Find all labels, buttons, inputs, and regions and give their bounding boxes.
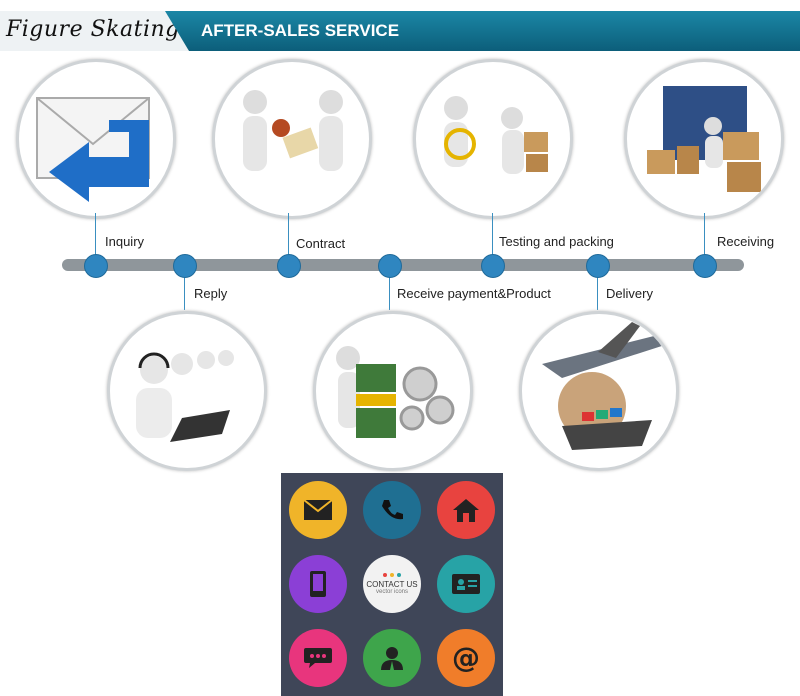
connector-inquiry <box>95 213 96 260</box>
mail-icon[interactable] <box>289 481 347 539</box>
timeline-dot-testing <box>481 254 505 278</box>
contact-title: CONTACT US <box>366 580 418 589</box>
receiving-illustration <box>624 59 784 219</box>
step-label-inquiry: Inquiry <box>105 234 145 249</box>
brand-text: Figure Skating <box>6 17 180 42</box>
brand-logo: Figure Skating <box>0 11 188 51</box>
contact-subtitle: vector icons <box>375 589 408 595</box>
magnifier-packing-icon <box>444 96 548 174</box>
connector-reply <box>184 277 185 310</box>
connector-contract <box>288 213 289 260</box>
timeline-dot-inquiry <box>84 254 108 278</box>
plane-ship-globe-icon <box>542 322 668 450</box>
contact-icon-grid: CONTACT US vector icons @ <box>281 473 503 696</box>
at-sign-icon[interactable]: @ <box>437 629 495 687</box>
envelope-arrow-icon <box>36 97 150 202</box>
id-card-icon[interactable] <box>437 555 495 613</box>
step-label-testing: Testing and packing <box>499 234 614 249</box>
connector-testing <box>492 213 493 260</box>
timeline-dot-contract <box>277 254 301 278</box>
timeline-dot-payment <box>378 254 402 278</box>
delivery-illustration <box>519 311 679 471</box>
step-label-contract: Contract <box>296 236 346 251</box>
page-title: AFTER-SALES SERVICE <box>201 21 400 40</box>
header: Figure Skating AFTER-SALES SERVICE <box>0 11 800 51</box>
testing-illustration <box>413 59 573 219</box>
connector-delivery <box>597 277 598 310</box>
payment-illustration <box>313 311 473 471</box>
call-center-icon <box>136 350 234 442</box>
mobile-icon[interactable] <box>289 555 347 613</box>
user-icon[interactable] <box>363 629 421 687</box>
connector-payment <box>389 277 390 310</box>
reply-illustration <box>107 311 267 471</box>
color-dots-icon <box>383 573 401 577</box>
chat-bubble-icon[interactable] <box>289 629 347 687</box>
container-boxes-icon <box>647 86 761 192</box>
contract-illustration <box>212 59 372 219</box>
title-banner: AFTER-SALES SERVICE <box>165 11 800 51</box>
step-label-reply: Reply <box>194 286 228 301</box>
inquiry-illustration <box>16 59 176 219</box>
timeline-dot-receiving <box>693 254 717 278</box>
connector-receiving <box>704 213 705 260</box>
money-gears-icon <box>336 346 455 438</box>
phone-icon[interactable] <box>363 481 421 539</box>
step-label-delivery: Delivery <box>606 286 653 301</box>
step-label-receiving: Receiving <box>717 234 775 249</box>
timeline-dot-delivery <box>586 254 610 278</box>
handshake-contract-icon <box>243 90 343 171</box>
home-icon[interactable] <box>437 481 495 539</box>
contact-us-badge[interactable]: CONTACT US vector icons <box>363 555 421 613</box>
svg-text:@: @ <box>452 643 480 673</box>
timeline-bar <box>62 259 744 271</box>
step-label-payment: Receive payment&Product <box>397 286 551 301</box>
timeline-dot-reply <box>173 254 197 278</box>
